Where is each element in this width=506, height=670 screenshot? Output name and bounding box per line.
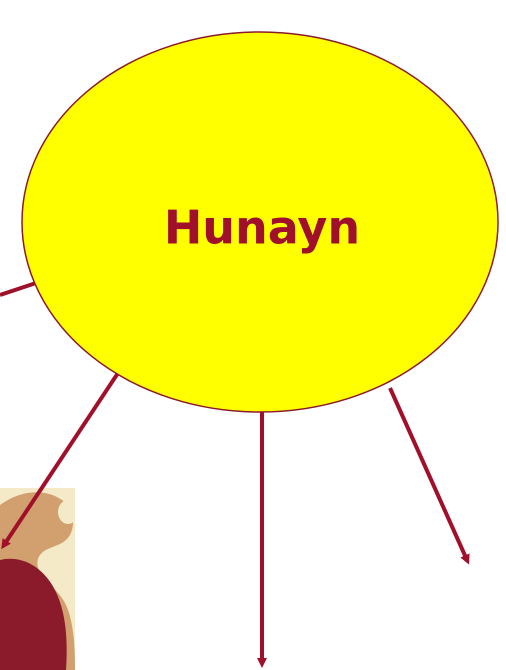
central-node-label: Hunayn: [164, 201, 360, 255]
image-fragment: [0, 488, 78, 670]
arrow-bottom-right: [390, 388, 467, 560]
